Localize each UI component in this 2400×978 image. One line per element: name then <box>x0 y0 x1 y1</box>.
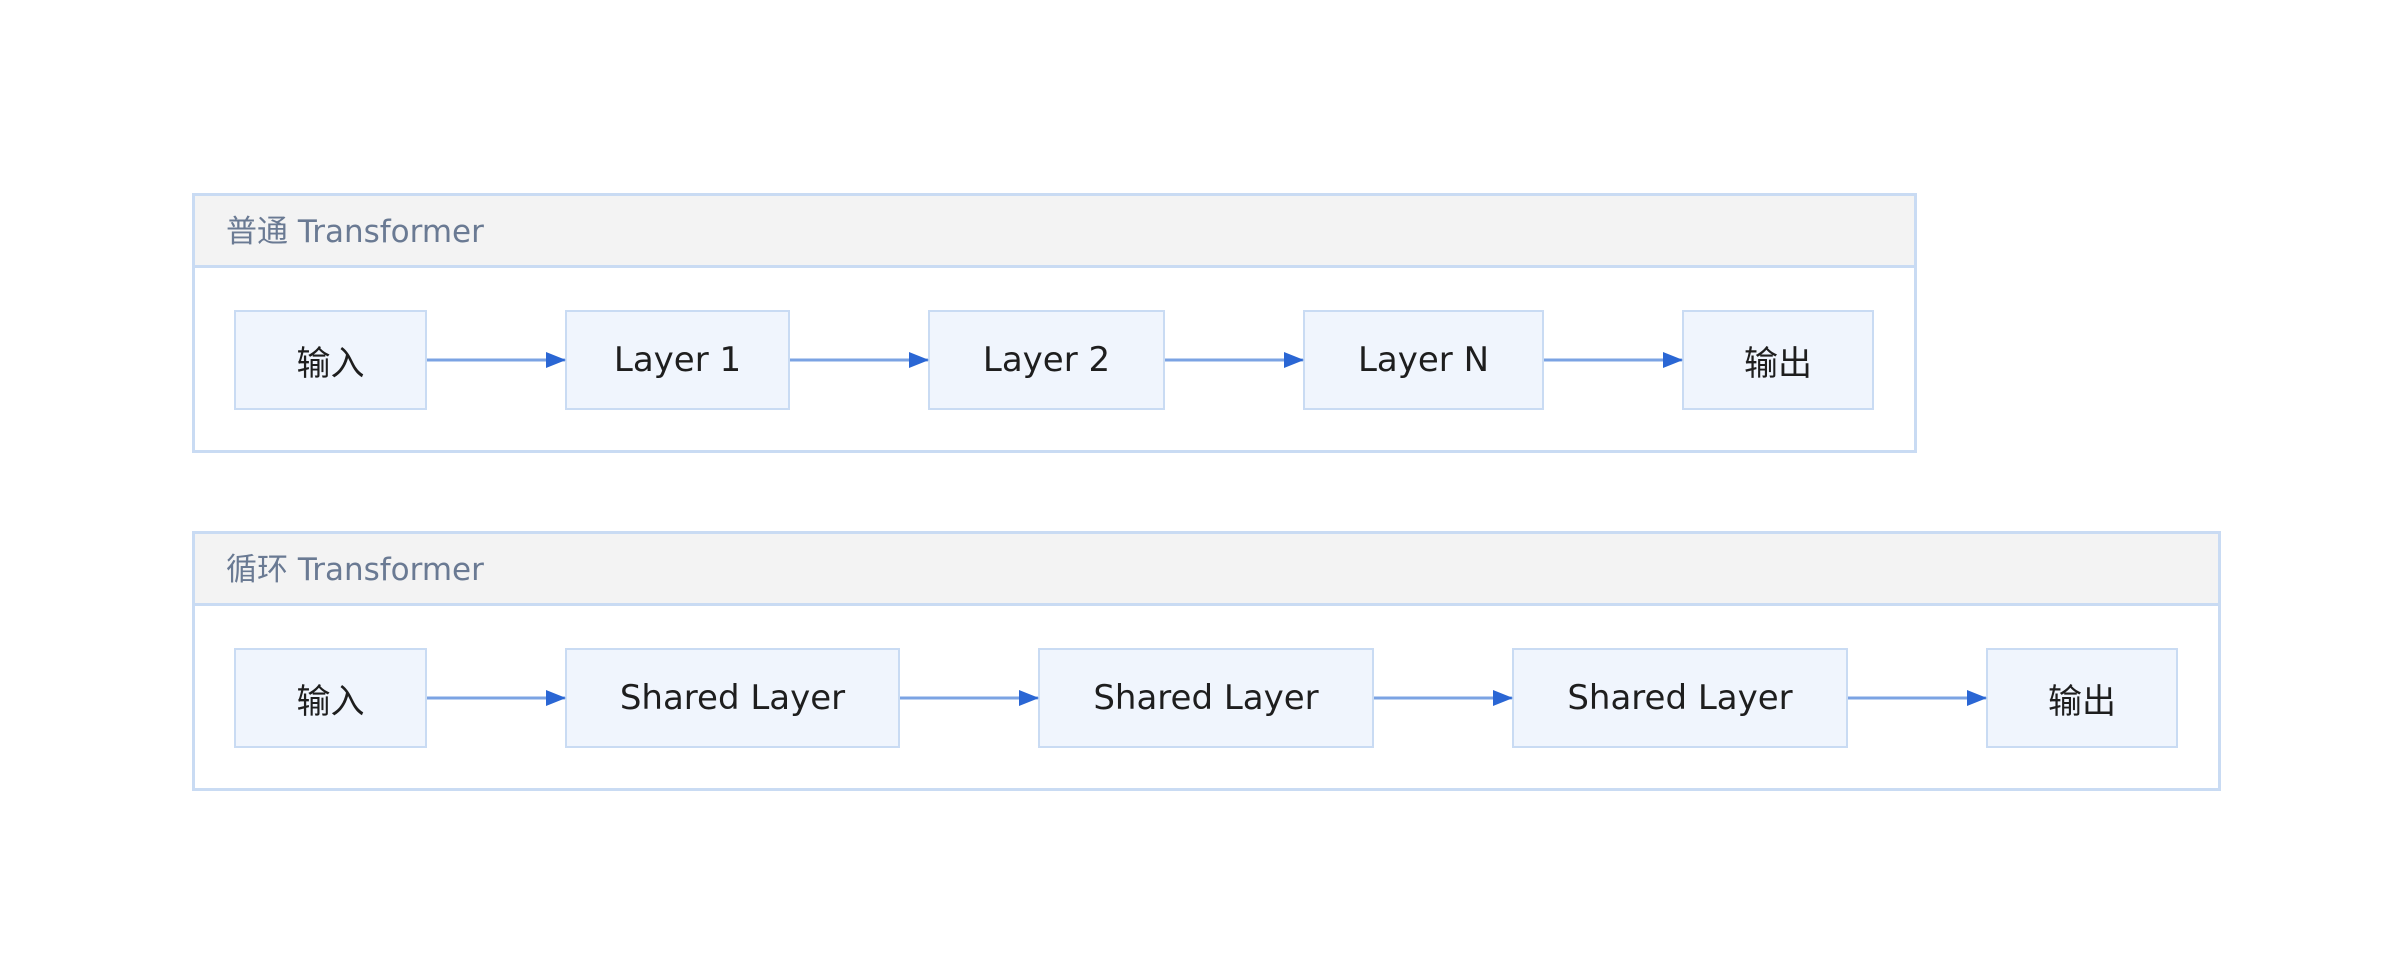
node-output: 输出 <box>1682 310 1874 410</box>
group-header: 循环 Transformer <box>195 534 2218 606</box>
node-shared-layer-1: Shared Layer <box>565 648 900 748</box>
node-layer-2: Layer 2 <box>928 310 1165 410</box>
node-output: 输出 <box>1986 648 2178 748</box>
group-header: 普通 Transformer <box>195 196 1914 268</box>
node-input: 输入 <box>234 648 427 748</box>
group-title: 循环 Transformer <box>226 552 484 588</box>
group-title: 普通 Transformer <box>226 214 484 250</box>
node-layer-n: Layer N <box>1303 310 1544 410</box>
node-shared-layer-2: Shared Layer <box>1038 648 1374 748</box>
node-layer-1: Layer 1 <box>565 310 790 410</box>
node-input: 输入 <box>234 310 427 410</box>
node-shared-layer-3: Shared Layer <box>1512 648 1848 748</box>
